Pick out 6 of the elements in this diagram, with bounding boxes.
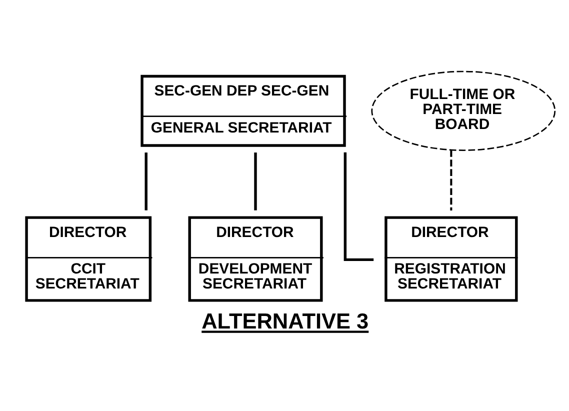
connector <box>254 152 257 210</box>
connector <box>450 150 452 210</box>
connector <box>344 152 374 261</box>
caption: ALTERNATIVE 3 <box>202 308 369 334</box>
connector <box>144 152 148 210</box>
node-ellipse: FULL-TIME OR PART-TIME BOARD <box>371 70 556 150</box>
